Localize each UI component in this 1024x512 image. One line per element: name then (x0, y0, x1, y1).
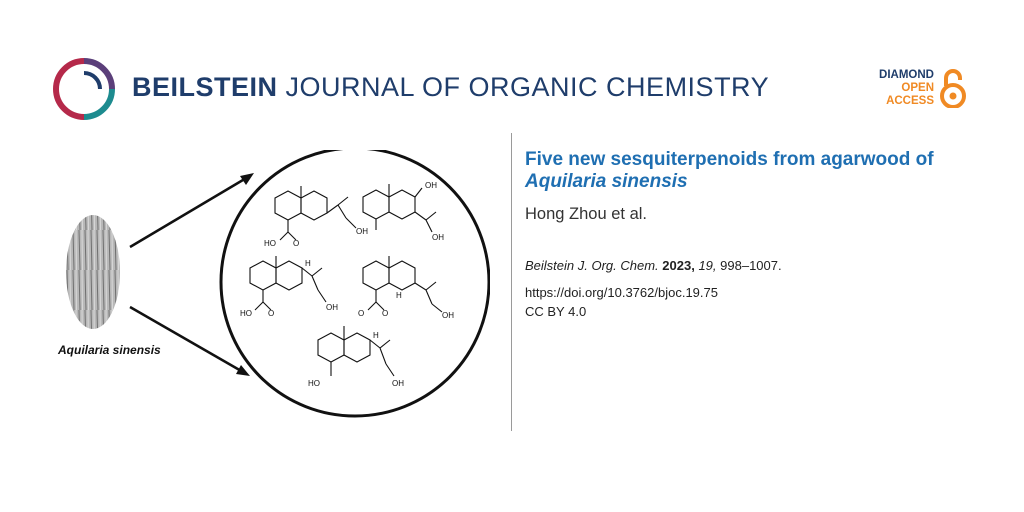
compound-4-label-h: H (396, 291, 402, 300)
badge-line-1: DIAMOND (879, 68, 934, 81)
compound-2-label-oh: OH (432, 233, 444, 242)
compound-4-label-oh: OH (442, 311, 454, 320)
arrow-lower (129, 305, 250, 376)
license-text: CC BY 4.0 (525, 304, 587, 319)
agarwood-sample-image (66, 215, 120, 329)
badge-line-2: OPEN (901, 81, 934, 94)
compound-3-label-o: O (268, 309, 274, 318)
citation-journal: Beilstein J. Org. Chem. (525, 258, 659, 273)
compound-5-label-ho: HO (308, 379, 320, 388)
citation-year: 2023, (662, 258, 695, 273)
badge-line-3: ACCESS (886, 94, 934, 107)
article-title-plain: Five new sesquiterpenoids from agarwood … (525, 149, 934, 170)
diamond-open-access-badge: DIAMOND OPEN ACCESS (879, 66, 966, 110)
graphical-abstract: HO O OH OH OH HO O H OH O O H OH HO H OH (66, 150, 490, 418)
citation-volume: 19, (698, 258, 717, 273)
compound-2-label-oh-top: OH (425, 181, 437, 190)
compound-1-label-ho: HO (264, 239, 276, 248)
compound-5-structure (317, 326, 395, 377)
compound-1-structure (274, 186, 357, 241)
compound-1-label-o: O (293, 239, 299, 248)
open-lock-icon (940, 69, 966, 108)
article-citation: Beilstein J. Org. Chem. 2023, 19, 998–10… (525, 258, 782, 273)
compound-3-structure (249, 256, 327, 311)
article-title[interactable]: Five new sesquiterpenoids from agarwood … (525, 149, 995, 193)
journal-name-bold: BEILSTEIN (132, 72, 278, 102)
journal-title: BEILSTEIN JOURNAL OF ORGANIC CHEMISTRY (132, 72, 769, 103)
arrow-upper (129, 173, 254, 249)
compound-4-structure (362, 256, 443, 313)
compound-5-label-h: H (373, 331, 379, 340)
compound-5-label-oh: OH (392, 379, 404, 388)
compound-2-structure (362, 184, 437, 233)
doi-link[interactable]: https://doi.org/10.3762/bjoc.19.75 (525, 285, 718, 300)
article-authors: Hong Zhou et al. (525, 205, 647, 223)
citation-pages: 998–1007. (720, 258, 782, 273)
journal-name-rest: JOURNAL OF ORGANIC CHEMISTRY (285, 72, 770, 102)
compound-3-label-ho: HO (240, 309, 252, 318)
article-title-italic: Aquilaria sinensis (525, 171, 688, 192)
species-caption: Aquilaria sinensis (58, 343, 161, 357)
journal-logo-icon (53, 58, 115, 120)
compound-4-label-o: O (382, 309, 388, 318)
compound-3-label-oh: OH (326, 303, 338, 312)
vertical-divider (511, 133, 512, 431)
compound-1-label-oh: OH (356, 227, 368, 236)
compounds-circle (219, 150, 490, 418)
compound-3-label-h: H (305, 259, 311, 268)
compound-4-label-o-ester: O (358, 309, 364, 318)
